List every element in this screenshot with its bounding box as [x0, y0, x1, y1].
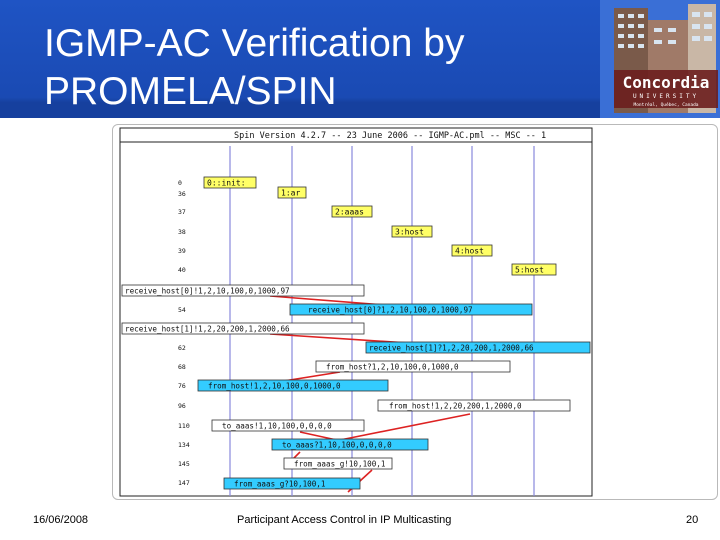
step-number: 38 — [178, 228, 186, 236]
process-label: 5:host — [515, 266, 544, 275]
step-number: 76 — [178, 382, 186, 390]
process-label: 1:ar — [281, 189, 300, 198]
process-label: 3:host — [395, 228, 424, 237]
step-number: 134 — [178, 441, 190, 449]
step-number: 37 — [178, 208, 186, 216]
message-label: receive_host[0]?1,2,10,100,0,1000,97 — [308, 306, 473, 315]
message-label: receive_host[1]?1,2,20,200,1,2000,66 — [369, 344, 534, 353]
message-label: from_host!1,2,20,200,1,2000,0 — [389, 402, 522, 411]
footer-caption: Participant Access Control in IP Multica… — [237, 514, 451, 526]
message-label: from_host?1,2,10,100,0,1000,0 — [326, 363, 459, 372]
step-number: 40 — [178, 266, 186, 274]
step-number: 39 — [178, 247, 186, 255]
message-label: to_aaas!1,10,100,0,0,0,0 — [222, 422, 332, 431]
message-label: to_aaas?1,10,100,0,0,0,0 — [282, 441, 392, 450]
step-number: 54 — [178, 306, 186, 314]
page-number: 20 — [686, 514, 698, 526]
message-label: from_aaas_g!10,100,1 — [294, 460, 386, 469]
message-label: receive_host[1]!1,2,20,200,1,2000,66 — [125, 325, 290, 334]
step-number: 62 — [178, 344, 186, 352]
step-number: 0 — [178, 179, 182, 187]
msc-header: Spin Version 4.2.7 -- 23 June 2006 -- IG… — [234, 131, 546, 141]
process-label: 4:host — [455, 247, 484, 256]
step-number: 36 — [178, 190, 186, 198]
message-label: from_host!1,2,10,100,0,1000,0 — [208, 382, 341, 391]
footer-date: 16/06/2008 — [33, 514, 88, 526]
message-label: from_aaas_g?10,100,1 — [234, 480, 326, 489]
process-label: 2:aaas — [335, 208, 364, 217]
step-number: 147 — [178, 479, 190, 487]
step-number: 145 — [178, 460, 190, 468]
step-number: 68 — [178, 363, 186, 371]
process-label: 0::init: — [207, 179, 246, 188]
step-number: 110 — [178, 422, 190, 430]
step-number: 96 — [178, 402, 186, 410]
message-label: receive_host[0]!1,2,10,100,0,1000,97 — [125, 287, 290, 296]
